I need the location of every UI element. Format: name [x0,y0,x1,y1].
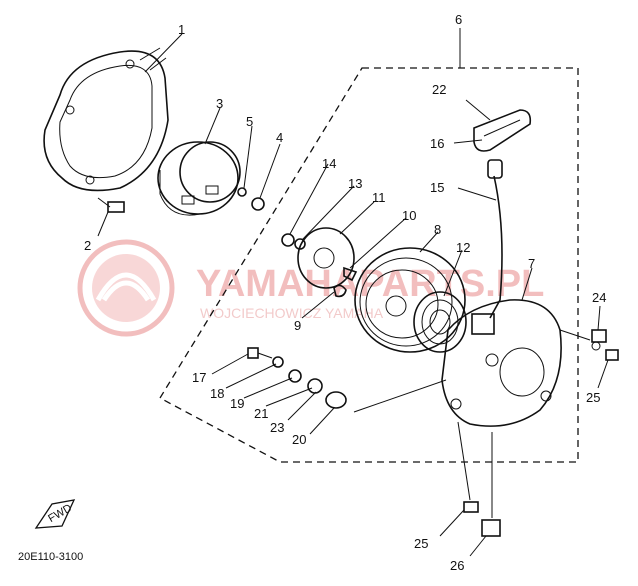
fwd-badge: FWD [34,499,76,529]
callout-25-lower: 25 [414,536,428,551]
callout-16: 16 [430,136,444,151]
callout-17: 17 [192,370,206,385]
part-11-plate [297,227,355,289]
watermark-logo-icon [77,239,175,337]
callout-6: 6 [455,12,462,27]
part-19-washer [288,369,302,383]
callout-12: 12 [456,240,470,255]
callouts: 1 2 3 4 5 6 7 8 9 10 11 12 13 14 15 16 1… [84,12,606,573]
part-17-bolt [247,347,273,359]
callout-13: 13 [348,176,362,191]
callout-15: 15 [430,180,444,195]
part-3-pulley-cup [157,141,241,216]
callout-4: 4 [276,130,283,145]
callout-11: 11 [372,190,386,205]
callout-19: 19 [230,396,244,411]
callout-8: 8 [434,222,441,237]
part-4-nut [251,197,265,211]
callout-20: 20 [292,432,306,447]
part-25-bolt-lower [463,501,479,513]
callout-14: 14 [322,156,336,171]
leader-lines [97,28,609,557]
part-21-collar [307,378,323,394]
part-2-bolt [97,197,125,213]
part-9-spring [333,284,347,298]
callout-24: 24 [592,290,606,305]
watermark-logo-fill [92,254,160,322]
drawing-code: 20E110-3100 [18,551,83,563]
callout-9: 9 [294,318,301,333]
part-12-spiral-spring [413,291,467,353]
callout-22: 22 [432,82,446,97]
part-26-cap [481,519,501,537]
part-24-washer [591,341,601,351]
part-14-washer [281,233,295,247]
part-8-sheave-drum [354,247,466,353]
part-22-handle [473,109,532,152]
part-15-rope [489,175,503,319]
part-5-washer [237,187,247,197]
callout-21: 21 [254,406,268,421]
watermark-brand: YAMAHAPARTS.PL [196,263,544,305]
callout-23: 23 [270,420,284,435]
part-10-pawl [343,266,358,282]
callout-1: 1 [178,22,185,37]
callout-2: 2 [84,238,91,253]
part-25-bolt-right [605,349,619,361]
callout-3: 3 [216,96,223,111]
part-20-bushing [325,391,347,409]
assembly-boundary [159,67,579,463]
part-7-starter-housing [441,299,562,427]
rope-stopper [487,159,503,179]
watermark: YAMAHAPARTS.PL WOJCIECHOWICZ YAMAHA [77,239,544,337]
callout-7: 7 [528,256,535,271]
callout-25-right: 25 [586,390,600,405]
part-18-washer [272,356,284,368]
callout-10: 10 [402,208,416,223]
callout-26: 26 [450,558,464,573]
part-1-starter-case [43,47,169,192]
callout-5: 5 [246,114,253,129]
part-24-collar [591,329,607,343]
callout-18: 18 [210,386,224,401]
watermark-tagline: WOJCIECHOWICZ YAMAHA [200,305,384,321]
